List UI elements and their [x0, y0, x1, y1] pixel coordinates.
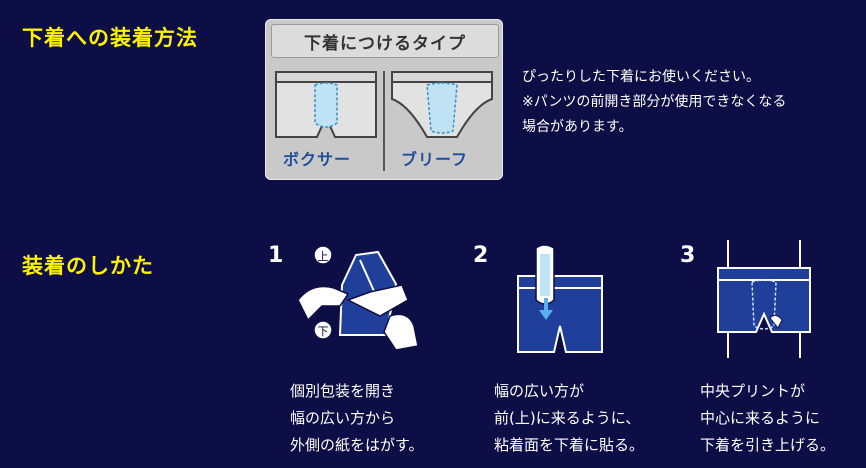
step-3-text: 中央プリントが 中心に来るように 下着を引き上げる。 — [700, 378, 835, 459]
brief-label: ブリーフ — [401, 150, 469, 169]
step-1-line: 個別包装を開き — [290, 382, 396, 400]
step-2-attach-illustration — [517, 244, 603, 353]
step-3-pull-up-illustration — [717, 240, 811, 358]
description-line: 場合があります。 — [522, 119, 633, 135]
heading-how-to-wear: 装着のしかた — [22, 254, 154, 278]
description-note: ※パンツの前開き部分が使用できなくなる — [522, 94, 787, 110]
usage-description: ぴったりした下着にお使いください。 ※パンツの前開き部分が使用できなくなる 場合… — [522, 65, 786, 140]
step-2-text: 幅の広い方が 前(上)に来るように、 粘着面を下着に貼る。 — [494, 378, 644, 459]
underwear-type-card: 下着につけるタイプ ボクサー ブリーフ — [265, 19, 503, 180]
step-3-line: 中央プリントが — [700, 382, 806, 400]
boxer-illustration — [275, 71, 377, 138]
step-1-top-mark: 上 — [318, 250, 329, 263]
step-2-line: 粘着面を下着に貼る。 — [494, 436, 645, 454]
step-1-text: 個別包装を開き 幅の広い方から 外側の紙をはがす。 — [290, 378, 424, 459]
step-2-line: 幅の広い方が — [494, 382, 585, 400]
step-1-bottom-mark: 下 — [318, 325, 329, 338]
heading-attach-method: 下着への装着方法 — [22, 26, 198, 50]
boxer-label: ボクサー — [283, 150, 352, 169]
step-2-line: 前(上)に来るように、 — [494, 409, 641, 427]
step-1-peel-illustration: 上 下 — [297, 245, 419, 351]
brief-illustration — [391, 71, 493, 138]
card-divider — [383, 71, 385, 171]
step-1-line: 外側の紙をはがす。 — [290, 436, 424, 454]
step-1-line: 幅の広い方から — [290, 409, 396, 427]
card-title: 下着につけるタイプ — [271, 24, 499, 58]
step-3-line: 下着を引き上げる。 — [700, 436, 836, 454]
step-3-number: 3 — [680, 243, 696, 268]
step-1-number: 1 — [268, 243, 284, 268]
step-2-number: 2 — [473, 243, 489, 268]
step-3-line: 中心に来るように — [700, 409, 821, 427]
description-line: ぴったりした下着にお使いください。 — [522, 69, 760, 85]
